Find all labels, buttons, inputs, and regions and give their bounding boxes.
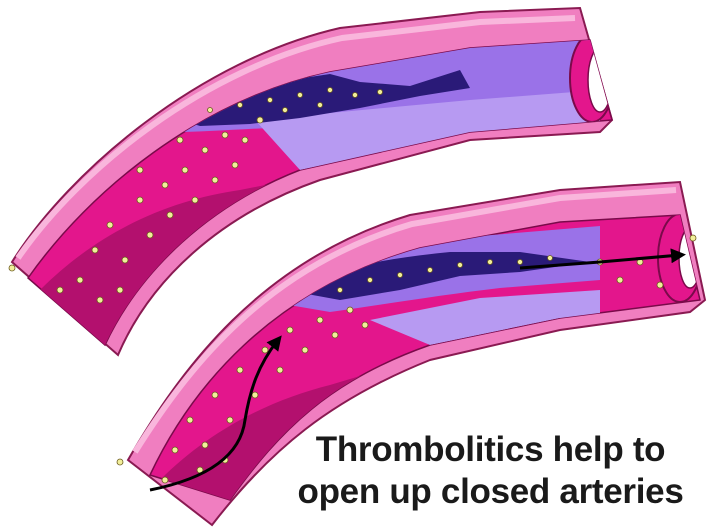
- caption-line-2: open up closed arteries: [268, 472, 713, 512]
- caption-line-1: Thrombolitics help to: [268, 430, 713, 470]
